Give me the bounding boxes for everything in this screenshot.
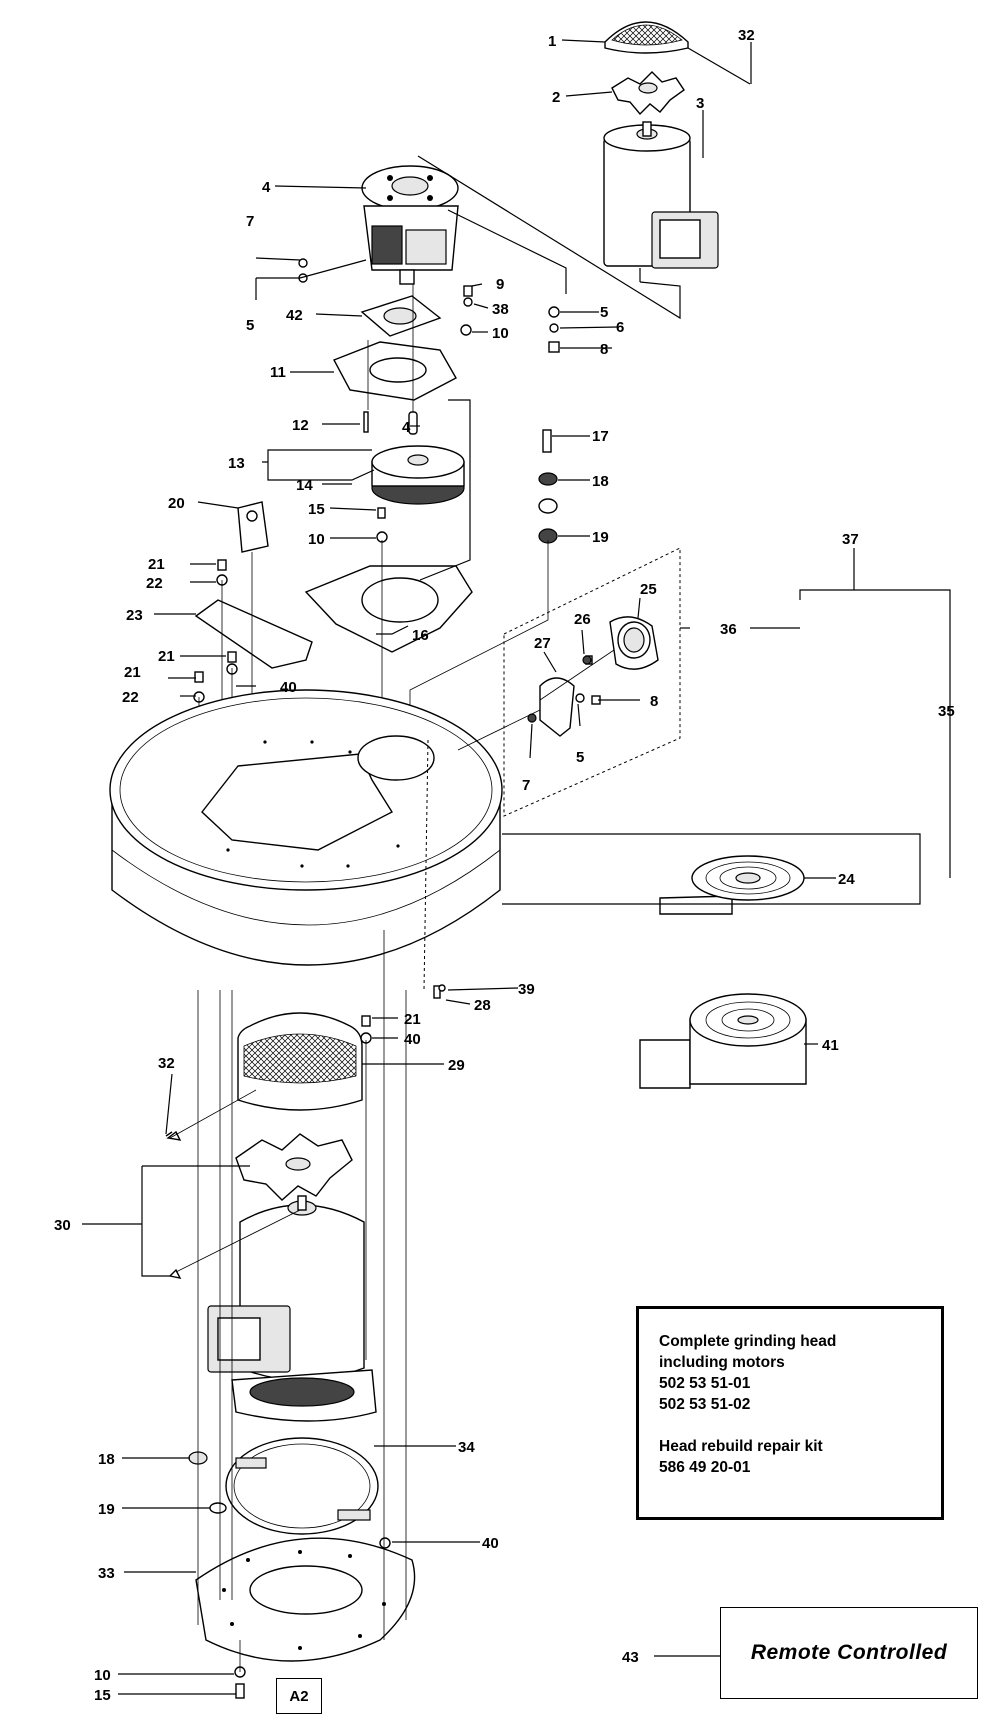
- callout-5: 5: [246, 317, 254, 334]
- upper-motor-cover: [604, 21, 689, 54]
- callout-12: 12: [292, 417, 309, 434]
- callout-20: 20: [168, 495, 185, 512]
- base-plate: [195, 1537, 416, 1662]
- callout-10: 10: [308, 531, 325, 548]
- callout-21: 21: [404, 1011, 421, 1028]
- callout-38: 38: [492, 301, 509, 318]
- info-spacer: [659, 1415, 921, 1436]
- callout-37: 37: [842, 531, 859, 548]
- remote-controlled-label-box: Remote Controlled: [720, 1607, 978, 1699]
- callout-5: 5: [600, 304, 608, 321]
- clamping-ring: [225, 1437, 379, 1535]
- callout-8: 8: [600, 341, 608, 358]
- callout-1: 1: [548, 33, 556, 50]
- callout-16: 16: [412, 627, 429, 644]
- adapter-plate: [360, 295, 442, 337]
- callout-13: 13: [228, 455, 245, 472]
- callout-33: 33: [98, 1565, 115, 1582]
- upper-motor-fan: [611, 71, 685, 116]
- leader-lines: [82, 39, 855, 1695]
- callout-23: 23: [126, 607, 143, 624]
- callout-22: 22: [146, 575, 163, 592]
- callout-4: 4: [262, 179, 271, 196]
- section-tag-box: A2: [276, 1678, 322, 1714]
- callout-19: 19: [98, 1501, 115, 1518]
- callout-43: 43: [622, 1649, 639, 1666]
- callout-10: 10: [492, 325, 509, 342]
- kit-info-box: Complete grinding head including motors …: [636, 1306, 944, 1520]
- hardware-fasteners-lower: [165, 984, 446, 1699]
- sealing-tape-roll-spare: [639, 993, 807, 1089]
- callout-26: 26: [574, 611, 591, 628]
- drive-sprocket: [371, 411, 465, 505]
- remote-controlled-label: Remote Controlled: [750, 1641, 948, 1664]
- callout-28: 28: [474, 997, 491, 1014]
- callout-19: 19: [592, 529, 609, 546]
- callout-29: 29: [448, 1057, 465, 1074]
- callout-18: 18: [98, 1451, 115, 1468]
- callout-25: 25: [640, 581, 657, 598]
- callout-40: 40: [404, 1031, 421, 1048]
- callout-15: 15: [308, 501, 325, 518]
- callout-32: 32: [738, 27, 755, 44]
- callout-27: 27: [534, 635, 551, 652]
- lower-motor: [207, 1195, 377, 1422]
- callout-17: 17: [592, 428, 609, 445]
- alignment-lines-lower: [169, 930, 407, 1672]
- callout-36: 36: [720, 621, 737, 638]
- info-line-2: including motors: [659, 1354, 785, 1371]
- callout-21: 21: [148, 556, 165, 573]
- callout-41: 41: [822, 1037, 839, 1054]
- callout-3: 3: [696, 95, 704, 112]
- callout-6: 6: [616, 319, 624, 336]
- callout-21: 21: [124, 664, 141, 681]
- callout-21: 21: [158, 648, 175, 665]
- main-hood-housing: [109, 689, 503, 966]
- motor-bracket-plate: [333, 341, 457, 401]
- callout-42: 42: [286, 307, 303, 324]
- callout-15: 15: [94, 1687, 111, 1704]
- callout-40: 40: [280, 679, 297, 696]
- info-line-5: Head rebuild repair kit: [659, 1438, 823, 1455]
- callout-14: 14: [296, 477, 313, 494]
- callout-numbers: 1 2 3 32 4 7 5 9 38 10 42 5 6 8 11 12 4 …: [54, 27, 955, 1704]
- upper-motor: [603, 121, 719, 282]
- lower-motor-cover: [237, 1012, 363, 1111]
- info-line-3: 502 53 51-01: [659, 1375, 751, 1392]
- callout-40: 40: [482, 1535, 499, 1552]
- info-line-4: 502 53 51-02: [659, 1396, 751, 1413]
- callout-8: 8: [650, 693, 658, 710]
- callout-35: 35: [938, 703, 955, 720]
- callout-34: 34: [458, 1439, 475, 1456]
- sealing-tape-roll: [659, 855, 805, 915]
- callout-30: 30: [54, 1217, 71, 1234]
- info-line-1: Complete grinding head: [659, 1333, 837, 1350]
- lifting-bracket: [237, 501, 269, 553]
- gearbox-assembly: [361, 165, 459, 285]
- callout-9: 9: [496, 276, 504, 293]
- sensor-assembly-box: [457, 547, 681, 817]
- callout-11: 11: [270, 364, 286, 381]
- info-line-6: 586 49 20-01: [659, 1459, 751, 1476]
- callout-22: 22: [122, 689, 139, 706]
- callout-5: 5: [576, 749, 584, 766]
- lower-motor-fan: [235, 1133, 353, 1201]
- section-tag: A2: [289, 1687, 309, 1705]
- callout-7: 7: [246, 213, 254, 230]
- hardware-fasteners: [193, 258, 593, 703]
- support-plate: [304, 565, 473, 653]
- callout-2: 2: [552, 89, 560, 106]
- callout-10: 10: [94, 1667, 111, 1684]
- strap-plate: [194, 599, 313, 669]
- callout-39: 39: [518, 981, 535, 998]
- callout-7: 7: [522, 777, 530, 794]
- callout-32: 32: [158, 1055, 175, 1072]
- callout-4: 4: [402, 419, 411, 436]
- callout-24: 24: [838, 871, 855, 888]
- callout-18: 18: [592, 473, 609, 490]
